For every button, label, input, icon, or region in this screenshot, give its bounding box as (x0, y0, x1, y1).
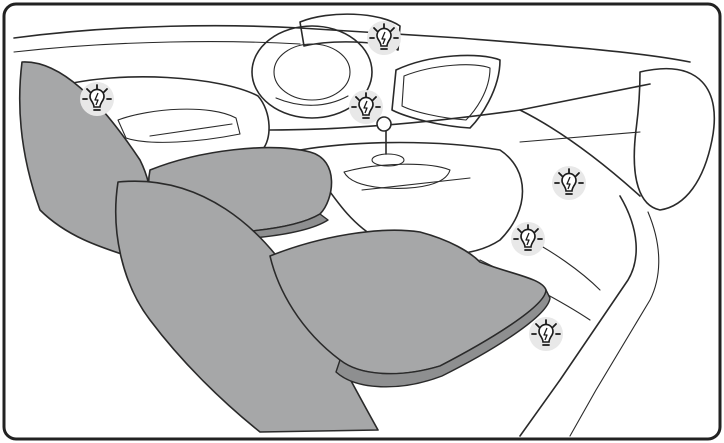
light-icon-passenger-footwell (511, 222, 545, 256)
light-icon-dashboard-top (367, 21, 401, 55)
light-icon-passenger-floor (529, 317, 563, 351)
light-icon-passenger-dashboard (552, 166, 586, 200)
light-icon-steering-column (349, 90, 383, 124)
light-icon-door-panel-front (80, 82, 114, 116)
